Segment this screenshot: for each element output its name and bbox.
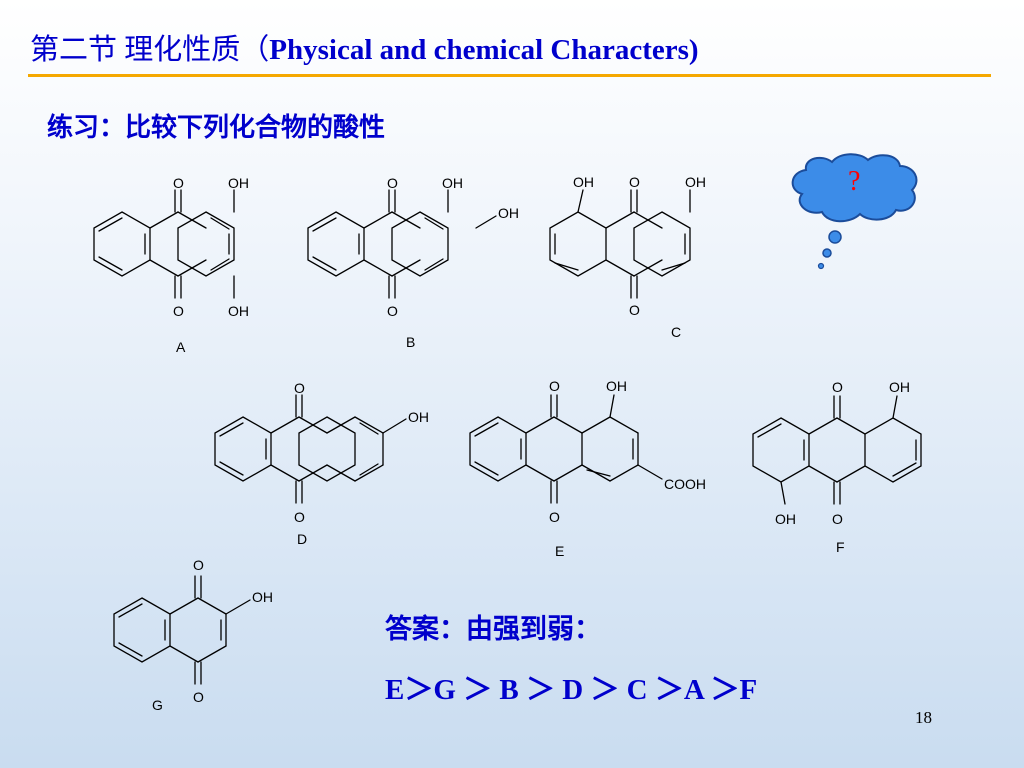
bubble-cloud (791, 153, 918, 223)
compound-f-atom: OH (889, 379, 910, 395)
compound-e-atom: O (549, 378, 560, 394)
bubble-dot-medium (822, 248, 832, 258)
thought-bubble-icon (791, 153, 918, 270)
compound-d: O OH O D (214, 380, 429, 547)
compound-a-atom: OH (228, 303, 249, 319)
title-chinese: 第二节 理化性质（ (30, 34, 270, 66)
exercise-prompt: 练习：比较下列化合物的酸性 (47, 113, 386, 143)
compound-b: O OH OH O B (307, 175, 519, 350)
answer-acidity-order: E＞G ＞ B ＞ D ＞ C ＞A ＞F (385, 674, 758, 706)
compound-a-atom: OH (228, 175, 249, 191)
answer-label: 答案：由强到弱： (385, 614, 601, 645)
compound-c-atom: OH (573, 174, 594, 190)
compound-c-atom: O (629, 174, 640, 190)
page-number: 18 (915, 708, 932, 727)
compound-d-label: D (297, 531, 307, 547)
compound-g: O OH O G (113, 557, 273, 713)
compound-g-atom: O (193, 557, 204, 573)
compound-a-atom: O (173, 175, 184, 191)
compound-g-atom: O (193, 689, 204, 705)
bubble-dot-small (817, 262, 825, 270)
slide-title: 第二节 理化性质（Physical and chemical Character… (30, 30, 699, 70)
compound-a-atom: O (173, 303, 184, 319)
compound-e: O OH COOH O E (469, 378, 706, 559)
compound-g-label: G (152, 697, 163, 713)
compound-a-label: A (176, 339, 186, 355)
title-underline (28, 74, 991, 77)
compound-f: O OH OH O F (752, 379, 922, 555)
compound-d-atom: O (294, 380, 305, 396)
compound-e-atom: O (549, 509, 560, 525)
compound-b-atom: O (387, 175, 398, 191)
question-mark: ? (848, 166, 861, 197)
compound-e-label: E (555, 543, 564, 559)
compound-c-atom: O (629, 302, 640, 318)
compound-f-atom: O (832, 511, 843, 527)
compound-g-atom: OH (252, 589, 273, 605)
compound-d-atom: OH (408, 409, 429, 425)
compound-c-label: C (671, 324, 681, 340)
compound-b-label: B (406, 334, 415, 350)
compound-f-label: F (836, 539, 845, 555)
compound-b-atom: OH (442, 175, 463, 191)
compound-f-atom: OH (775, 511, 796, 527)
compound-e-atom: OH (606, 378, 627, 394)
title-english: Physical and chemical Characters) (269, 34, 699, 66)
compound-e-atom: COOH (664, 476, 706, 492)
compound-d-atom: O (294, 509, 305, 525)
bubble-dot-large (828, 230, 842, 244)
compound-b-atom: O (387, 303, 398, 319)
compound-a: O OH O OH A (93, 175, 249, 355)
compound-f-atom: O (832, 379, 843, 395)
compound-c-atom: OH (685, 174, 706, 190)
compound-b-atom: OH (498, 205, 519, 221)
compound-c: OH O OH O C (549, 174, 706, 340)
